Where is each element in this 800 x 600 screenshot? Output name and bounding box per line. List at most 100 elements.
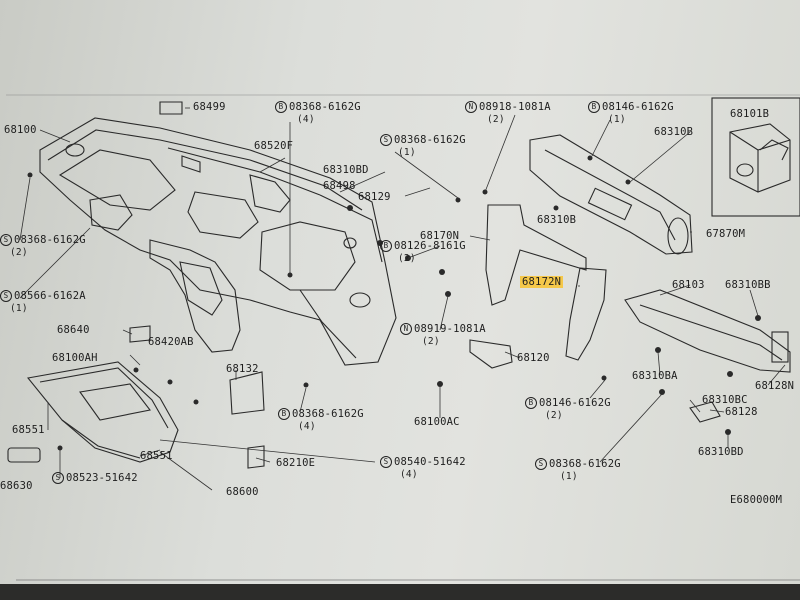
label-68499: 68499 bbox=[193, 101, 226, 113]
label-08368-b-qty: (1) bbox=[398, 147, 416, 158]
diagram-reference-code: E680000M bbox=[730, 494, 783, 506]
screw-marker-s: S bbox=[0, 234, 12, 246]
label-68129: 68129 bbox=[358, 191, 391, 203]
label-68420AB: 68420AB bbox=[148, 336, 194, 348]
screw-marker-s: S bbox=[0, 290, 12, 302]
label-68310BD-2: 68310BD bbox=[698, 446, 744, 458]
label-68310BA: 68310BA bbox=[632, 370, 678, 382]
clip-68499 bbox=[159, 101, 183, 115]
label-08566-text: 08566-6162A bbox=[14, 290, 86, 302]
label-08368-e-text: 08368-6162G bbox=[549, 458, 621, 470]
label-08919-text: 08919-1081A bbox=[414, 323, 486, 335]
bolt-marker-b: B bbox=[525, 397, 537, 409]
label-08368-d-text: 08368-6162G bbox=[292, 408, 364, 420]
label-68128: 68128 bbox=[725, 406, 758, 418]
label-08368-b-text: 08368-6162G bbox=[394, 134, 466, 146]
bolt-marker-b: B bbox=[278, 408, 290, 420]
label-68100: 68100 bbox=[4, 124, 37, 136]
bracket-68640 bbox=[129, 325, 151, 343]
nut-marker-n: N bbox=[465, 101, 477, 113]
label-08918-qty: (2) bbox=[487, 114, 505, 125]
label-08368-c-text: 08368-6162G bbox=[14, 234, 86, 246]
label-08368-c-qty: (2) bbox=[10, 247, 28, 258]
label-08540-text: 08540-51642 bbox=[394, 456, 466, 468]
label-68128N: 68128N bbox=[755, 380, 795, 392]
nut-marker-n: N bbox=[400, 323, 412, 335]
clip-68310BC bbox=[689, 401, 721, 423]
label-68132: 68132 bbox=[226, 363, 259, 375]
upper-beam-outline bbox=[529, 134, 693, 255]
label-68640: 68640 bbox=[57, 324, 90, 336]
label-68600: 68600 bbox=[226, 486, 259, 498]
monitor-taskbar-strip bbox=[0, 584, 800, 600]
bracket-68120 bbox=[469, 339, 513, 369]
label-08146-a-text: 08146-6162G bbox=[602, 101, 674, 113]
label-08368-a-text: 08368-6162G bbox=[289, 101, 361, 113]
leader-lines bbox=[19, 107, 786, 491]
label-68310BB: 68310BB bbox=[725, 279, 771, 291]
bracket-68132 bbox=[229, 371, 265, 415]
handle-68630 bbox=[7, 447, 41, 463]
label-68551-b: 68551 bbox=[140, 450, 173, 462]
bolt-marker-b: B bbox=[275, 101, 287, 113]
label-68310BC: 68310BC bbox=[702, 394, 748, 406]
label-08368-d-qty: (4) bbox=[298, 421, 316, 432]
label-68630: 68630 bbox=[0, 480, 33, 492]
label-68498: 68498 bbox=[323, 180, 356, 192]
label-68120: 68120 bbox=[517, 352, 550, 364]
label-68551-a: 68551 bbox=[12, 424, 45, 436]
label-08368-a-qty: (4) bbox=[297, 114, 315, 125]
label-68103: 68103 bbox=[672, 279, 705, 291]
label-08523-text: 08523-51642 bbox=[66, 472, 138, 484]
label-68310BD: 68310BD bbox=[323, 164, 369, 176]
screw-marker-s: S bbox=[380, 456, 392, 468]
bolt-marker-b: B bbox=[380, 240, 392, 252]
label-08126-qty: (2) bbox=[398, 253, 416, 264]
label-68100AC: 68100AC bbox=[414, 416, 460, 428]
fasteners bbox=[27, 155, 761, 451]
dashboard-outline bbox=[39, 117, 397, 366]
highlighted-part-number: 68172N bbox=[520, 276, 564, 288]
label-68100AH: 68100AH bbox=[52, 352, 98, 364]
label-08566-qty: (1) bbox=[10, 303, 28, 314]
label-08540-qty: (4) bbox=[400, 469, 418, 480]
label-68172N: 68172N bbox=[520, 276, 564, 288]
glove-box-outline bbox=[26, 361, 179, 463]
lower-beam-outline bbox=[624, 289, 791, 373]
label-08146-a-qty: (1) bbox=[608, 114, 626, 125]
stay-68172N bbox=[565, 267, 607, 361]
label-08918-text: 08918-1081A bbox=[479, 101, 551, 113]
label-68101B: 68101B bbox=[730, 108, 770, 120]
label-08146-b-qty: (2) bbox=[545, 410, 563, 421]
label-68170N: 68170N bbox=[420, 230, 460, 242]
label-67870M: 67870M bbox=[706, 228, 746, 240]
label-68520F: 68520F bbox=[254, 140, 294, 152]
label-68310B-2: 68310B bbox=[537, 214, 577, 226]
bolt-marker-b: B bbox=[588, 101, 600, 113]
label-68310B: 68310B bbox=[654, 126, 694, 138]
inset-box-68101B bbox=[711, 97, 800, 217]
screw-marker-s: S bbox=[52, 472, 64, 484]
stay-68170N bbox=[485, 204, 587, 306]
label-68210E: 68210E bbox=[276, 457, 316, 469]
label-08146-b-text: 08146-6162G bbox=[539, 397, 611, 409]
screw-marker-s: S bbox=[380, 134, 392, 146]
label-08919-qty: (2) bbox=[422, 336, 440, 347]
clip-68210E bbox=[247, 445, 265, 469]
screw-marker-s: S bbox=[535, 458, 547, 470]
label-08126-text: 08126-8161G bbox=[394, 240, 466, 252]
